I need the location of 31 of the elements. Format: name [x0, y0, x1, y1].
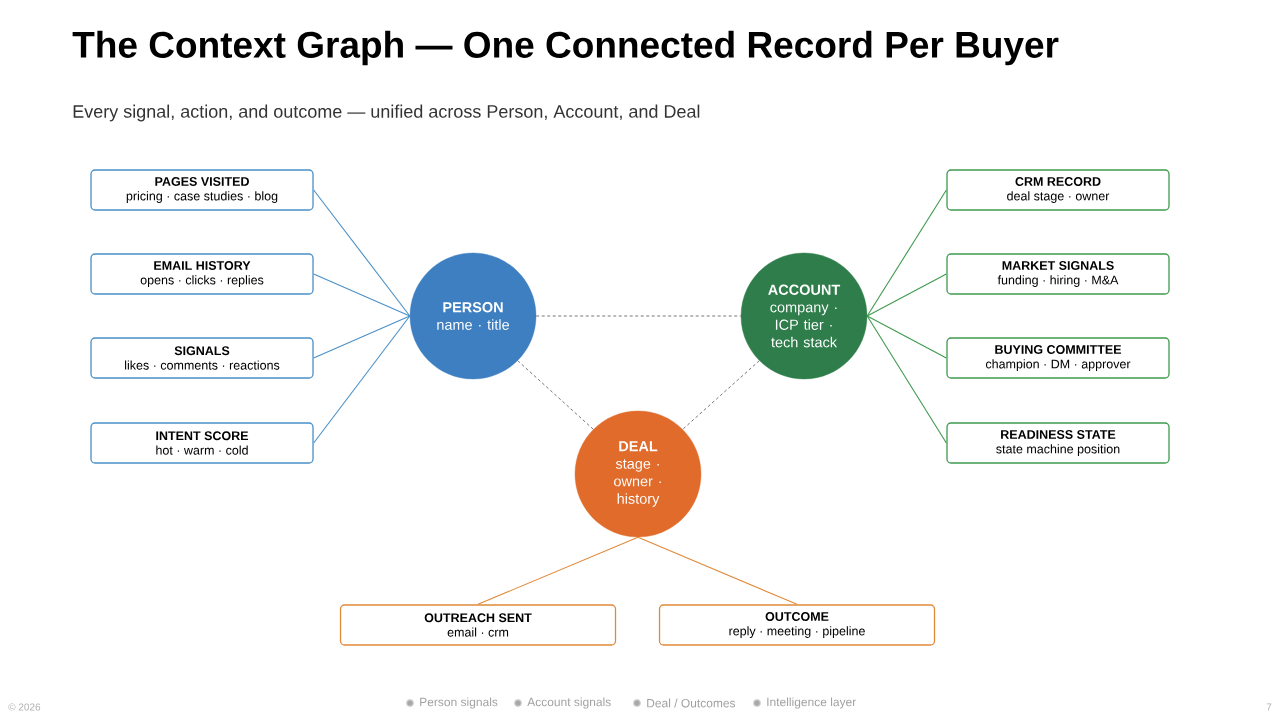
- subtitle: Every signal, action, and outcome — unified across Person, Account, and Deal: [73, 104, 700, 122]
- legend-text: Account signals: [527, 697, 611, 709]
- node-box: PAGES VISITED pricing · case studies · blog: [90, 169, 314, 211]
- connector-line: [682, 360, 760, 430]
- page-number: 7: [1266, 703, 1272, 711]
- connector-line: [866, 315, 947, 359]
- footer-text: © 2026: [8, 703, 41, 711]
- connector-line: [313, 189, 411, 317]
- connector-line: [313, 315, 411, 444]
- legend-text: Intelligence layer: [767, 697, 857, 709]
- connector-line: [517, 360, 594, 430]
- connector-line: [637, 536, 798, 605]
- node-box: INTENT SCORE hot · warm · cold: [90, 422, 314, 464]
- connector-line: [866, 189, 947, 317]
- legend-text: Person signals: [420, 697, 498, 709]
- legend-text: Deal / Outcomes: [647, 698, 736, 708]
- connector-line: [313, 315, 411, 359]
- node-box: MARKET SIGNALS funding · hiring · M&A: [946, 253, 1170, 295]
- node-box: OUTCOME reply · meeting · pipeline: [658, 604, 936, 646]
- node-box: READINESS STATE state machine position: [946, 422, 1170, 464]
- node-box: BUYING COMMITTEE champion · DM · approver: [946, 337, 1170, 379]
- node-box: CRM RECORD deal stage · owner: [946, 169, 1170, 211]
- connector-line: [866, 315, 947, 444]
- connector-line: [313, 273, 411, 317]
- connector-line: [535, 315, 742, 317]
- node-box: SIGNALS likes · comments · reactions: [90, 337, 314, 379]
- title: The Context Graph — One Connected Record Per Buyer: [72, 30, 1059, 66]
- connector-line: [866, 273, 947, 317]
- node-box: OUTREACH SENT email · crm: [339, 604, 617, 646]
- node-box: EMAIL HISTORY opens · clicks · replies: [90, 253, 314, 295]
- connector-line: [477, 536, 639, 605]
